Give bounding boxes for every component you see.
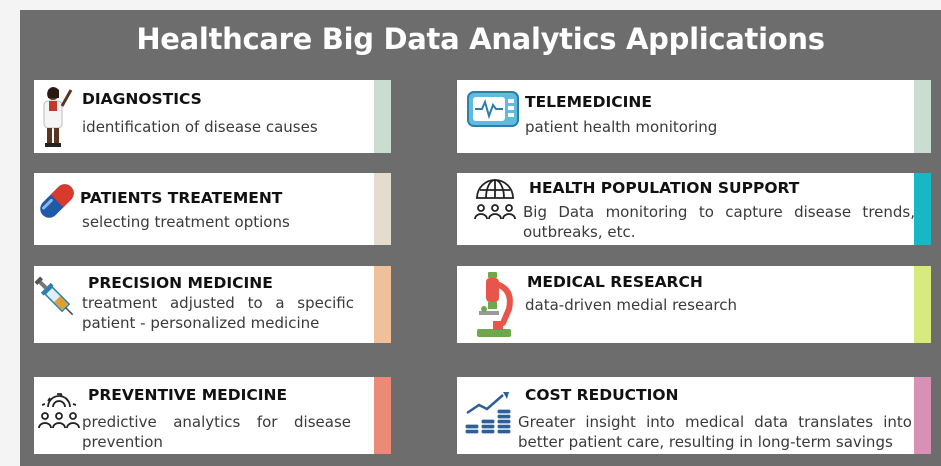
card-precision-medicine: PRECISION MEDICINE treatment adjusted to… <box>34 266 391 343</box>
card-heading: COST REDUCTION <box>525 386 679 404</box>
card-description: identification of disease causes <box>82 118 318 136</box>
page-title: Healthcare Big Data Analytics Applicatio… <box>136 22 825 56</box>
card-description-line: prevention <box>82 433 163 451</box>
card-heading: MEDICAL RESEARCH <box>527 273 703 291</box>
card-description: data-driven medial research <box>525 296 737 314</box>
card-description-line: treatment adjusted to a specific <box>82 294 354 312</box>
card-telemedicine: TELEMEDICINE patient health monitoring <box>457 80 931 153</box>
card-patients-treatment: PATIENTS TREATEMENT selecting treatment … <box>34 173 391 245</box>
card-heading: PREVENTIVE MEDICINE <box>88 386 288 404</box>
card-heading: PATIENTS TREATEMENT <box>80 189 283 207</box>
card-health-population-support: HEALTH POPULATION SUPPORT Big Data monit… <box>457 173 931 245</box>
card-accent-stripe <box>914 173 931 245</box>
syringe-icon <box>34 276 74 316</box>
card-description: treatment adjusted to a specific patient… <box>82 293 354 333</box>
card-medical-research: MEDICAL RESEARCH data-driven medial rese… <box>457 266 931 343</box>
card-preventive-medicine: PREVENTIVE MEDICINE predictive analytics… <box>34 377 391 454</box>
card-heading: PRECISION MEDICINE <box>88 274 273 292</box>
card-accent-stripe <box>374 80 391 153</box>
card-heading: DIAGNOSTICS <box>82 90 202 108</box>
card-description-line: better patient care, resulting in long-t… <box>518 433 893 451</box>
card-description-line: Greater insight into medical data transl… <box>518 413 912 431</box>
card-description-line: predictive analytics for disease <box>82 413 351 431</box>
card-description: Greater insight into medical data transl… <box>518 412 912 452</box>
pill-icon <box>40 184 74 218</box>
globe-people-icon <box>474 179 516 220</box>
heart-monitor-icon <box>467 91 519 127</box>
microscope-icon <box>477 272 513 337</box>
card-description-line: outbreaks, etc. <box>523 223 636 241</box>
coins-growth-icon <box>464 392 512 435</box>
doctor-icon <box>43 87 73 147</box>
gear-people-icon <box>38 393 80 429</box>
card-description: patient health monitoring <box>525 118 718 136</box>
card-accent-stripe <box>914 377 931 454</box>
card-description: selecting treatment options <box>82 213 290 231</box>
card-accent-stripe <box>374 266 391 343</box>
card-cost-reduction: COST REDUCTION Greater insight into medi… <box>457 377 931 454</box>
card-accent-stripe <box>914 266 931 343</box>
card-heading: TELEMEDICINE <box>525 93 652 111</box>
card-description-line: Big Data monitoring to capture disease t… <box>523 203 915 221</box>
card-accent-stripe <box>914 80 931 153</box>
card-heading: HEALTH POPULATION SUPPORT <box>529 179 800 197</box>
card-description: predictive analytics for disease prevent… <box>82 412 351 452</box>
card-description-line: patient - personalized medicine <box>82 314 320 332</box>
card-description: Big Data monitoring to capture disease t… <box>523 202 915 242</box>
card-accent-stripe <box>374 173 391 245</box>
card-diagnostics: DIAGNOSTICS identification of disease ca… <box>34 80 391 153</box>
card-accent-stripe <box>374 377 391 454</box>
